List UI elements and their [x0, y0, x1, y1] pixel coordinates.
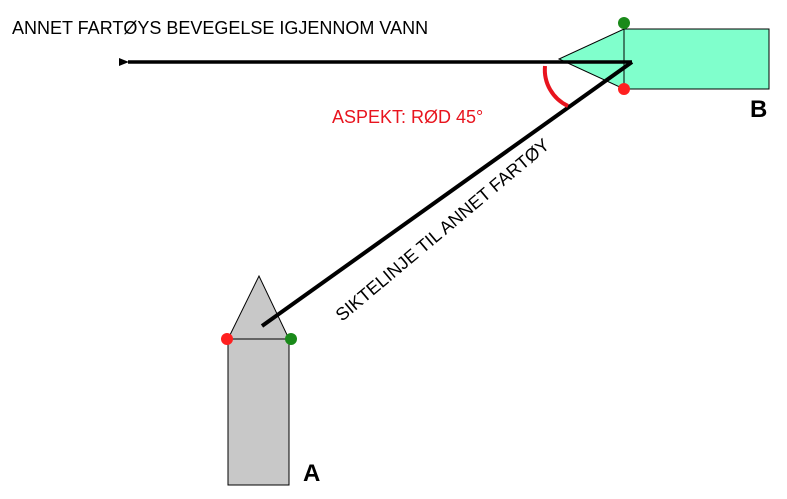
- heading-label: ANNET FARTØYS BEVEGELSE IGJENNOM VANN: [12, 18, 428, 38]
- vessel-b-hull: [623, 28, 770, 90]
- vessel-a-hull: [227, 338, 290, 486]
- aspect-arc: [542, 65, 569, 108]
- aspect-label: ASPEKT: RØD 45°: [332, 107, 483, 127]
- vessel-a-port-light: [221, 333, 233, 345]
- vessel-b-port-light: [618, 83, 630, 95]
- sightline: [260, 60, 634, 328]
- vessel-a: [227, 274, 290, 486]
- vessel-b: [557, 28, 770, 90]
- sightline-label: SIKTELINJE TIL ANNET FARTØY: [332, 135, 554, 325]
- vessel-a-starboard-light: [285, 333, 297, 345]
- vessel-a-label: A: [303, 460, 320, 487]
- vessel-b-starboard-light: [618, 17, 630, 29]
- vessel-a-bow: [227, 274, 290, 340]
- vessel-b-bow: [557, 28, 625, 90]
- vessel-b-label: B: [750, 96, 767, 123]
